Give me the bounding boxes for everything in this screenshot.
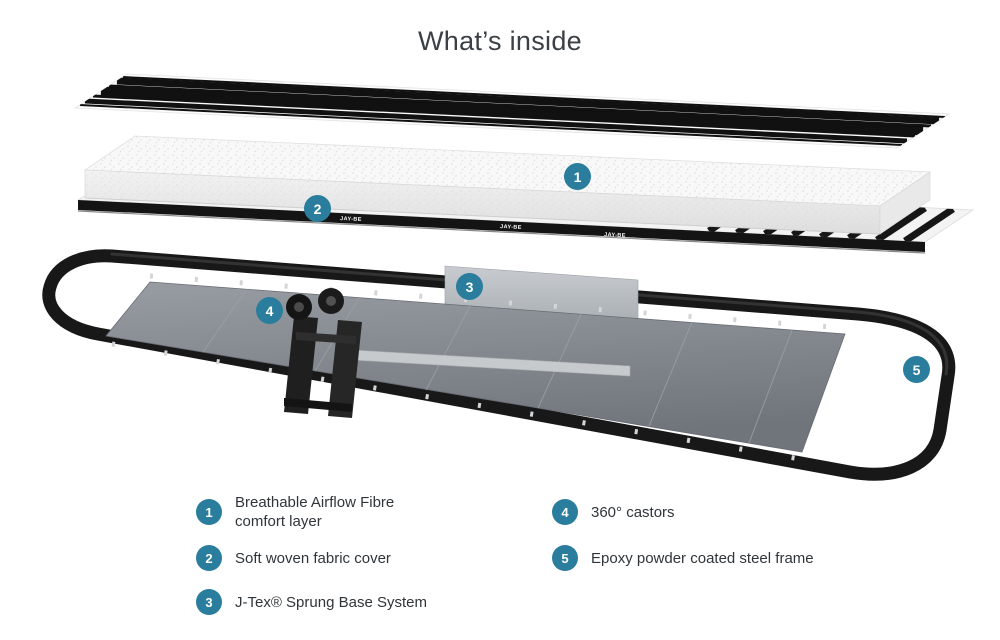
legend-badge-2: 2 [196, 545, 222, 571]
cover-band-edge [77, 210, 926, 254]
legend-label-4-line-1: 360° castors [591, 503, 675, 521]
brand-logo: JAY-BE [500, 224, 522, 231]
page-title: What’s inside [418, 26, 582, 56]
mattress-top-texture [85, 136, 930, 206]
legend-item-1: 1 Breathable Airflow Fibre comfort layer [196, 493, 427, 531]
legend-label-1-line-2: comfort layer [235, 513, 322, 530]
striped-cover-sheet [73, 73, 951, 149]
mesh-seams [202, 288, 793, 444]
legend-badge-1: 1 [196, 499, 222, 525]
legend-label-2: Soft woven fabric cover [235, 549, 391, 568]
legend-label-2-line-1: Soft woven fabric cover [235, 549, 391, 567]
brand-logos: JAY-BE JAY-BE JAY-BE [340, 216, 626, 239]
legend-label-5: Epoxy powder coated steel frame [591, 549, 814, 568]
legend-label-4: 360° castors [591, 503, 675, 522]
base-frame [42, 249, 956, 481]
legend-item-4: 4 360° castors [552, 499, 814, 525]
legend-badge-5: 5 [552, 545, 578, 571]
sheet-stripes [79, 76, 946, 146]
legend-badge-3: 3 [196, 589, 222, 615]
mattress-bottom-edge [84, 197, 881, 235]
marker-3: 3 [456, 273, 483, 300]
brand-logo: JAY-BE [340, 216, 362, 223]
legend-label-5-line-1: Epoxy powder coated steel frame [591, 549, 814, 567]
legend-label-3: J-Tex® Sprung Base System [235, 593, 427, 612]
legend-badge-4: 4 [552, 499, 578, 525]
cover-front-band [78, 200, 925, 252]
comfort-layer [83, 135, 932, 235]
legend-left-column: 1 Breathable Airflow Fibre comfort layer… [196, 493, 427, 615]
legend-label-1-line-1: Breathable Airflow Fibre [235, 494, 395, 511]
brand-logo: JAY-BE [604, 232, 626, 239]
marker-5: 5 [903, 356, 930, 383]
legend-item-5: 5 Epoxy powder coated steel frame [552, 545, 814, 571]
mattress-front-texture [85, 170, 880, 234]
legend-label-1: Breathable Airflow Fibre comfort layer [235, 493, 394, 531]
legend-item-2: 2 Soft woven fabric cover [196, 545, 427, 571]
steel-frame-highlight [110, 252, 949, 376]
castor-wheel-right [318, 288, 344, 314]
marker-4: 4 [256, 297, 283, 324]
legend-item-3: 3 J-Tex® Sprung Base System [196, 589, 427, 615]
leg-assembly [284, 316, 362, 418]
legend-right-column: 4 360° castors 5 Epoxy powder coated ste… [552, 499, 814, 571]
legend-label-3-line-1: J-Tex® Sprung Base System [235, 593, 427, 611]
mattress-end [879, 171, 931, 235]
castor-wheel-left [286, 294, 312, 320]
marker-2: 2 [304, 195, 331, 222]
marker-1: 1 [564, 163, 591, 190]
